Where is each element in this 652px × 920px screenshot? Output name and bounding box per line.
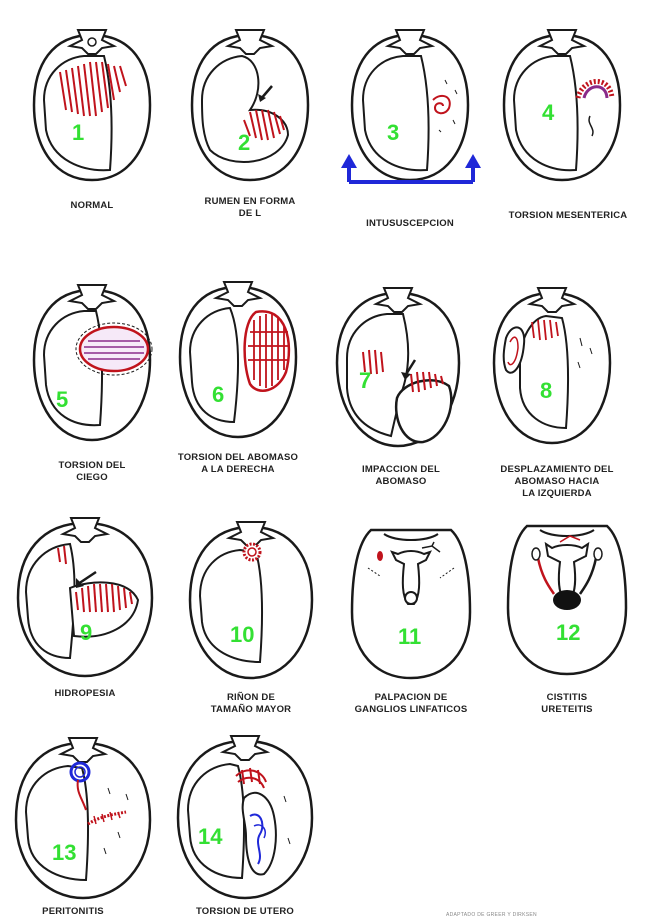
panel-number-1: 1 (72, 120, 84, 145)
caption-1: NORMAL (22, 200, 162, 212)
panel-5: 5 (22, 275, 162, 450)
panel-14: 14 (170, 726, 320, 906)
panel-number-9: 9 (80, 620, 92, 645)
caption-line: DE L (180, 208, 320, 220)
abomasal-torsion-section-icon: 6 (168, 272, 308, 447)
panel-number-2: 2 (238, 130, 250, 155)
caption-14: TORSION DE UTERO (170, 906, 320, 918)
panel-number-4: 4 (542, 100, 555, 125)
panel-number-3: 3 (387, 120, 399, 145)
panel-number-14: 14 (198, 824, 223, 849)
caption-4: TORSION MESENTERICA (492, 210, 644, 222)
lymph-node-palpation-section-icon: 11 (336, 512, 486, 687)
panel-number-6: 6 (212, 382, 224, 407)
caption-line: DESPLAZAMIENTO DEL (482, 464, 632, 476)
enlarged-kidney-section-icon: 10 (176, 512, 326, 687)
caption-9: HIDROPESIA (10, 688, 160, 700)
caption-3: INTUSUSCEPCION (340, 218, 480, 230)
cecal-torsion-section-icon: 5 (22, 275, 162, 450)
cystitis-section-icon: 12 (492, 508, 642, 686)
l-rumen-section-icon: 2 (180, 20, 320, 190)
caption-8: DESPLAZAMIENTO DEL ABOMASO HACIA LA IZQU… (482, 464, 632, 500)
panel-number-7: 7 (359, 368, 371, 393)
caption-5: TORSION DEL CIEGO (22, 460, 162, 484)
caption-line: RIÑON DE (176, 692, 326, 704)
caption-line: LA IZQUIERDA (482, 488, 632, 500)
caption-line: GANGLIOS LINFATICOS (326, 704, 496, 716)
panel-number-12: 12 (556, 620, 580, 645)
caption-line: PALPACION DE (326, 692, 496, 704)
caption-line: URETEITIS (492, 704, 642, 716)
caption-line: TORSION DEL ABOMASO (160, 452, 316, 464)
panel-6: 6 (168, 272, 308, 447)
caption-10: RIÑON DE TAMAÑO MAYOR (176, 692, 326, 716)
panel-1: 1 (22, 20, 162, 190)
caption-line: CISTITIS (492, 692, 642, 704)
panel-12: 12 (492, 508, 642, 686)
caption-7: IMPACCION DEL ABOMASO (326, 464, 476, 488)
panel-3: 3 (335, 20, 485, 195)
caption-line: CIEGO (22, 472, 162, 484)
caption-line: HIDROPESIA (10, 688, 160, 700)
caption-line: ABOMASO HACIA (482, 476, 632, 488)
caption-line: RUMEN EN FORMA (180, 196, 320, 208)
caption-6: TORSION DEL ABOMASO A LA DERECHA (160, 452, 316, 476)
panel-10: 10 (176, 512, 326, 687)
caption-line: ABOMASO (326, 476, 476, 488)
panel-number-5: 5 (56, 387, 68, 412)
panel-9: 9 (10, 508, 160, 683)
panel-2: 2 (180, 20, 320, 190)
panel-number-10: 10 (230, 622, 254, 647)
intussusception-section-icon: 3 (335, 20, 485, 195)
caption-line: IMPACCION DEL (326, 464, 476, 476)
caption-13: PERITONITIS (8, 906, 138, 918)
caption-line: TAMAÑO MAYOR (176, 704, 326, 716)
panel-13: 13 (8, 728, 158, 906)
caption-line: TORSION DE UTERO (170, 906, 320, 918)
panel-number-8: 8 (540, 378, 552, 403)
panel-11: 11 (336, 512, 486, 687)
abomasal-impaction-section-icon: 7 (323, 278, 473, 456)
caption-2: RUMEN EN FORMA DE L (180, 196, 320, 220)
uterine-torsion-section-icon: 14 (170, 726, 320, 906)
caption-line: NORMAL (22, 200, 162, 212)
caption-12: CISTITIS URETEITIS (492, 692, 642, 716)
caption-line: TORSION MESENTERICA (492, 210, 644, 222)
hydrops-section-icon: 9 (10, 508, 160, 683)
caption-line: A LA DERECHA (160, 464, 316, 476)
caption-line: TORSION DEL (22, 460, 162, 472)
panel-number-11: 11 (398, 624, 421, 649)
left-displacement-section-icon: 8 (482, 278, 622, 453)
peritonitis-section-icon: 13 (8, 728, 158, 906)
caption-11: PALPACION DE GANGLIOS LINFATICOS (326, 692, 496, 716)
credit-text: ADAPTADO DE GREER Y DIRKSEN (446, 912, 537, 918)
panel-number-13: 13 (52, 840, 76, 865)
normal-section-icon: 1 (22, 20, 162, 190)
panel-4: 4 (492, 20, 632, 190)
caption-line: INTUSUSCEPCION (340, 218, 480, 230)
mesenteric-torsion-section-icon: 4 (492, 20, 632, 190)
panel-7: 7 (323, 278, 473, 456)
caption-line: PERITONITIS (8, 906, 138, 918)
panel-8: 8 (482, 278, 622, 453)
